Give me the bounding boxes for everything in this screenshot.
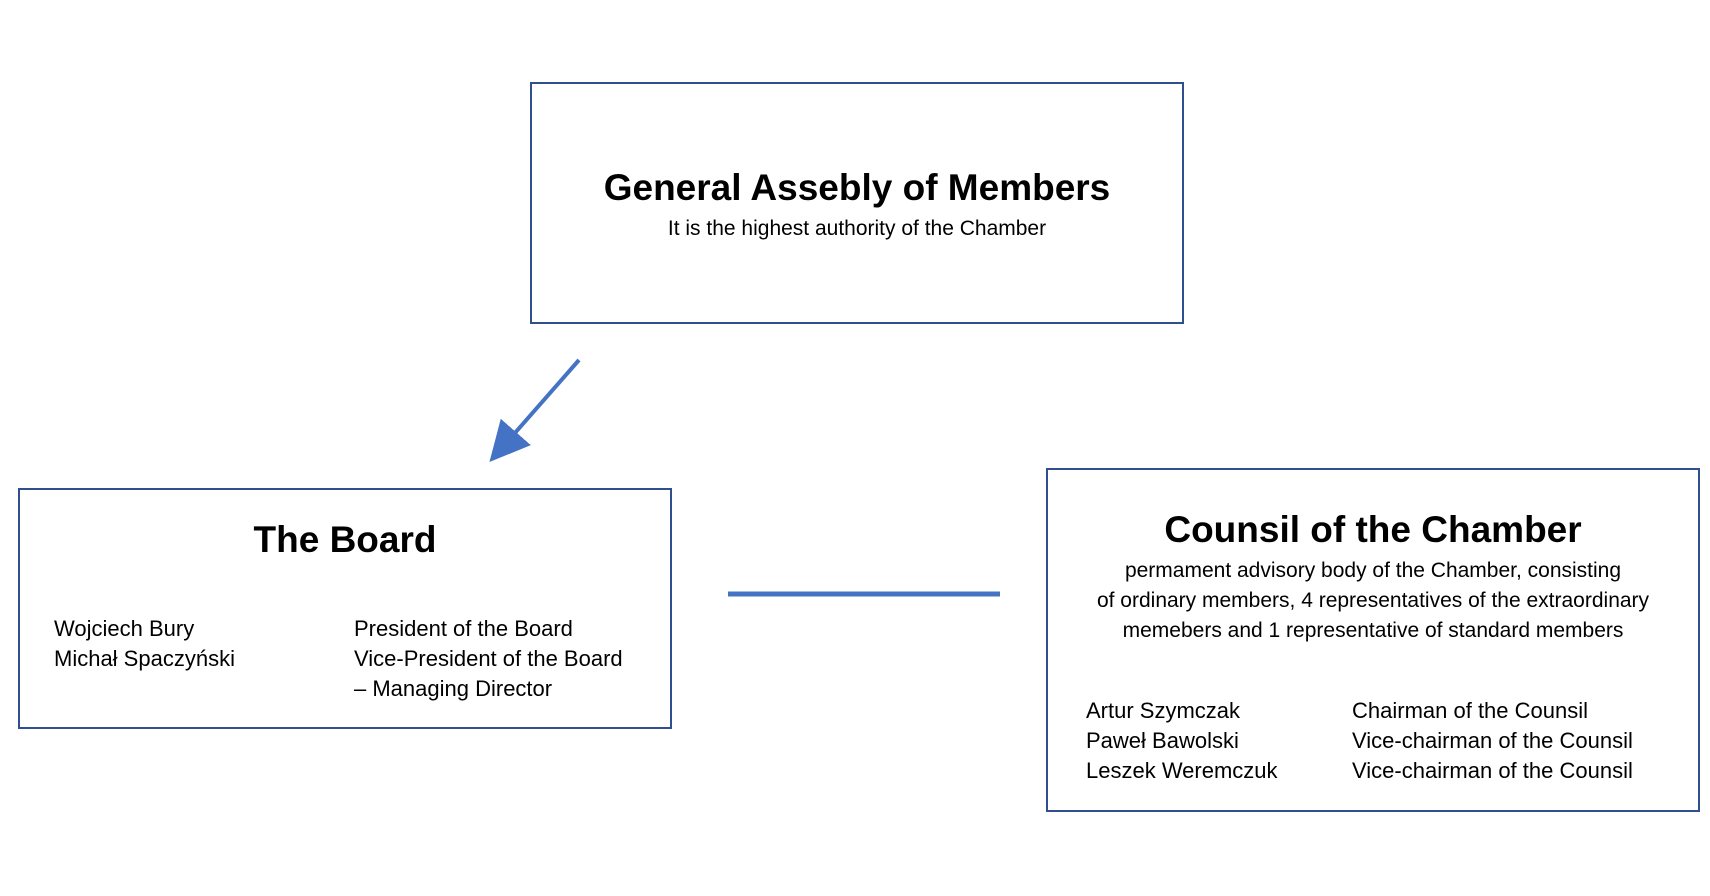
counsil-member-name: Artur Szymczak <box>1086 698 1241 723</box>
board-box: The Board Wojciech Bury President of the… <box>18 488 672 729</box>
counsil-description-line: permament advisory body of the Chamber, … <box>1124 559 1622 582</box>
counsil-title: Counsil of the Chamber <box>1164 509 1582 550</box>
assembly-to-board-arrow <box>489 358 581 463</box>
counsil-member-name: Paweł Bawolski <box>1086 728 1239 753</box>
counsil-member-role: Chairman of the Counsil <box>1352 698 1589 723</box>
assembly-title: General Assebly of Members <box>603 167 1111 208</box>
board-member-name: Michał Spaczyński <box>54 646 235 671</box>
counsil-member-name: Leszek Weremczuk <box>1086 758 1278 783</box>
counsil-description-line: of ordinary members, 4 representatives o… <box>1096 589 1650 612</box>
counsil-member-role: Vice-chairman of the Counsil <box>1352 728 1633 753</box>
counsil-box: Counsil of the Chamber permament advisor… <box>1046 468 1700 812</box>
general-assembly-box: General Assebly of Members It is the hig… <box>530 82 1184 324</box>
counsil-description-line: memebers and 1 representative of standar… <box>1122 619 1624 642</box>
board-member-role: Vice-President of the Board <box>354 646 623 671</box>
board-member-role-continuation: – Managing Director <box>354 676 553 701</box>
board-member-name: Wojciech Bury <box>54 616 195 641</box>
board-member-role: President of the Board <box>354 616 573 641</box>
counsil-member-role: Vice-chairman of the Counsil <box>1352 758 1633 783</box>
board-title: The Board <box>253 519 437 560</box>
counsil-description: permament advisory body of the Chamber, … <box>1058 556 1688 646</box>
assembly-subtitle: It is the highest authority of the Chamb… <box>667 217 1047 240</box>
